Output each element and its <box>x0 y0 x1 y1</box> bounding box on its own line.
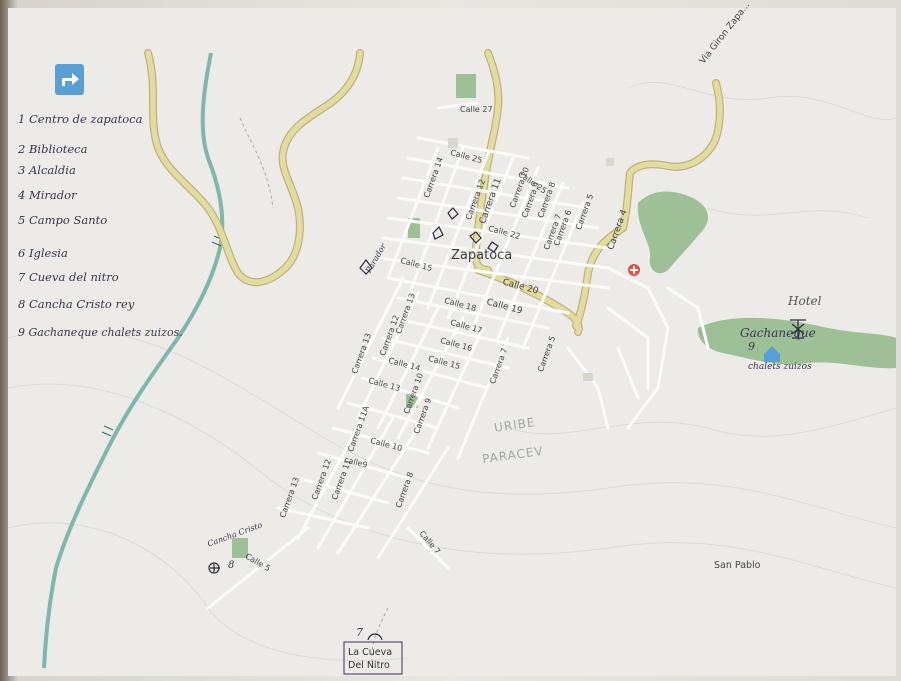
chalets-label: chalets zuizos <box>748 362 812 372</box>
gachaneque-number: 9 <box>748 340 755 353</box>
legend-item: 2 Biblioteca <box>18 142 88 156</box>
handwritten-marks <box>208 207 806 641</box>
park-east <box>637 191 708 274</box>
cave-label-line-1: La Cueva <box>348 647 393 658</box>
street-label: Calle 27 <box>460 105 493 114</box>
park-north <box>456 74 476 98</box>
blocks <box>448 138 614 381</box>
map-canvas[interactable] <box>8 8 896 676</box>
street-grid <box>206 101 710 610</box>
legend-item: 7 Cueva del nitro <box>18 270 119 284</box>
place-label-san-pablo: San Pablo <box>714 560 761 571</box>
river-dam-2 <box>101 425 114 437</box>
legend-item: 5 Campo Santo <box>18 213 108 227</box>
legend-item: 6 Iglesia <box>18 246 68 260</box>
mark-cave-icon <box>367 633 383 641</box>
gachaneque-house-icon[interactable] <box>764 346 780 362</box>
hospital-icon[interactable] <box>628 264 640 276</box>
legend-item: 3 Alcaldia <box>18 163 76 177</box>
cave-number: 7 <box>356 626 363 639</box>
mark-cancha-icon <box>208 562 220 574</box>
cave-label-box <box>343 641 403 675</box>
legend-item: 1 Centro de zapatoca <box>18 112 143 126</box>
cancha-number: 8 <box>228 560 235 571</box>
legend-item: 8 Cancha Cristo rey <box>18 297 135 311</box>
legend-item: 9 Gachaneque chalets zuizos. <box>18 326 183 339</box>
printed-map-sheet: 1 Centro de zapatoca 2 Biblioteca 3 Alca… <box>8 1 896 676</box>
river <box>42 52 225 669</box>
mark-centro-cluster <box>432 207 499 253</box>
mark-iglesia-icon <box>359 259 373 275</box>
gachaneque-label: Gachaneque <box>740 326 816 340</box>
parks <box>232 74 896 558</box>
park-cancha <box>232 538 248 558</box>
hotel-label: Hotel <box>788 294 822 308</box>
trails <box>239 117 389 669</box>
mark-hotel-icon <box>790 319 806 339</box>
town-label: Zapatoca <box>451 248 513 263</box>
legend-item: 4 Mirador <box>18 188 77 202</box>
park-gachaneque <box>697 317 896 369</box>
directions-icon[interactable] <box>55 64 84 95</box>
cave-label-line-2: Del Nitro <box>348 660 390 671</box>
